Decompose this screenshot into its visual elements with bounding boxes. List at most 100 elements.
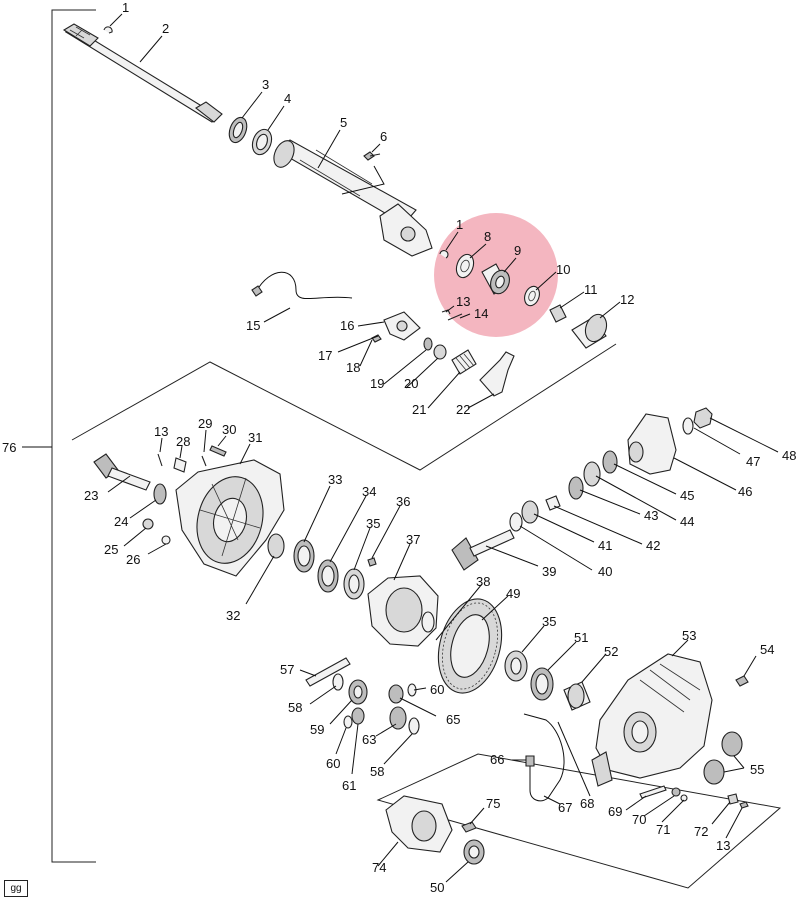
retaining-clip	[103, 26, 113, 34]
callout-70: 70	[632, 812, 646, 827]
bolt-69	[639, 785, 667, 799]
actuator-housing	[383, 311, 421, 341]
pinion-gear-61	[351, 707, 365, 725]
race-43	[568, 476, 584, 500]
callout-25: 25	[104, 542, 118, 557]
callout-69: 69	[608, 804, 622, 819]
axle-housing-53	[591, 653, 713, 787]
bolt-25	[142, 518, 154, 530]
callout-60: 60	[326, 756, 340, 771]
washer-47	[682, 417, 694, 435]
figure-id-box: gg	[4, 880, 28, 897]
bolt-54	[735, 675, 749, 687]
axle-bearing	[251, 128, 273, 156]
pin-29	[201, 455, 207, 467]
pinion-gear-39	[451, 529, 515, 571]
callout-13-third: 13	[716, 838, 730, 853]
callout-76: 76	[2, 440, 16, 455]
bearing-44	[583, 461, 601, 487]
callout-47: 47	[746, 454, 760, 469]
callout-40: 40	[598, 564, 612, 579]
callout-38: 38	[476, 574, 490, 589]
callout-22: 22	[456, 402, 470, 417]
washer-26	[161, 535, 171, 545]
callout-1: 1	[122, 0, 129, 15]
callout-3: 3	[262, 77, 269, 92]
bushing	[549, 304, 567, 323]
callout-31: 31	[248, 430, 262, 445]
callout-43: 43	[644, 508, 658, 523]
callout-57: 57	[280, 662, 294, 677]
callout-63: 63	[362, 732, 376, 747]
callout-9: 9	[514, 243, 521, 258]
bearing-32	[267, 533, 285, 559]
clip-second	[439, 250, 449, 259]
callout-66: 66	[490, 752, 504, 767]
callout-75: 75	[486, 796, 500, 811]
callout-14: 14	[474, 306, 488, 321]
callout-13-second: 13	[154, 424, 168, 439]
bearing-41	[521, 500, 539, 524]
callout-74: 74	[372, 860, 386, 875]
callout-10: 10	[556, 262, 570, 277]
pinion-housing-46	[627, 413, 677, 475]
callout-32: 32	[226, 608, 240, 623]
callout-2: 2	[162, 21, 169, 36]
callout-44: 44	[680, 514, 694, 529]
cross-shaft-57	[305, 657, 351, 687]
callout-50: 50	[430, 880, 444, 895]
bushings-55	[703, 731, 743, 785]
side-gear-63	[389, 706, 407, 730]
callout-46: 46	[738, 484, 752, 499]
seal-24	[153, 483, 167, 505]
callout-60-second: 60	[430, 682, 444, 697]
washer-58-second	[408, 717, 420, 735]
callout-15: 15	[246, 318, 260, 333]
side-gear-59	[348, 679, 368, 705]
bolt-13-third	[739, 801, 749, 809]
callout-6: 6	[380, 129, 387, 144]
callout-45: 45	[680, 488, 694, 503]
pin-14	[447, 313, 463, 321]
differential-case-37	[367, 575, 439, 647]
callout-19: 19	[370, 376, 384, 391]
callout-13: 13	[456, 294, 470, 309]
actuator-cable	[255, 271, 353, 300]
lower-group-frame	[376, 753, 782, 889]
callout-41: 41	[598, 538, 612, 553]
callout-53: 53	[682, 628, 696, 643]
callout-28: 28	[176, 434, 190, 449]
seal-50	[463, 839, 485, 865]
callout-35-second: 35	[542, 614, 556, 629]
callout-51: 51	[574, 630, 588, 645]
callout-72: 72	[694, 824, 708, 839]
callout-16: 16	[340, 318, 354, 333]
callout-11: 11	[584, 282, 598, 297]
bearing-34	[317, 559, 339, 593]
bearing-35-second	[504, 650, 528, 682]
upper-group-frame	[71, 343, 617, 471]
bolt-30	[209, 445, 227, 457]
thrust-washer	[455, 253, 475, 279]
callout-4: 4	[284, 91, 291, 106]
callout-34: 34	[362, 484, 376, 499]
callout-33: 33	[328, 472, 342, 487]
callout-52: 52	[604, 644, 618, 659]
callout-21: 21	[412, 402, 426, 417]
bearing-race-33	[293, 539, 315, 573]
shift-fork	[479, 351, 515, 397]
ring-gear-49	[437, 598, 503, 694]
clip-72	[727, 793, 739, 805]
bracket-28	[173, 457, 187, 473]
nut-70	[671, 787, 681, 797]
callout-37: 37	[406, 532, 420, 547]
bearing-51	[530, 667, 554, 701]
bolt-36	[367, 557, 377, 567]
bolt-75	[461, 821, 477, 833]
callout-8: 8	[484, 229, 491, 244]
callout-49: 49	[506, 586, 520, 601]
callout-67: 67	[558, 800, 572, 815]
spacer-42	[545, 495, 561, 511]
